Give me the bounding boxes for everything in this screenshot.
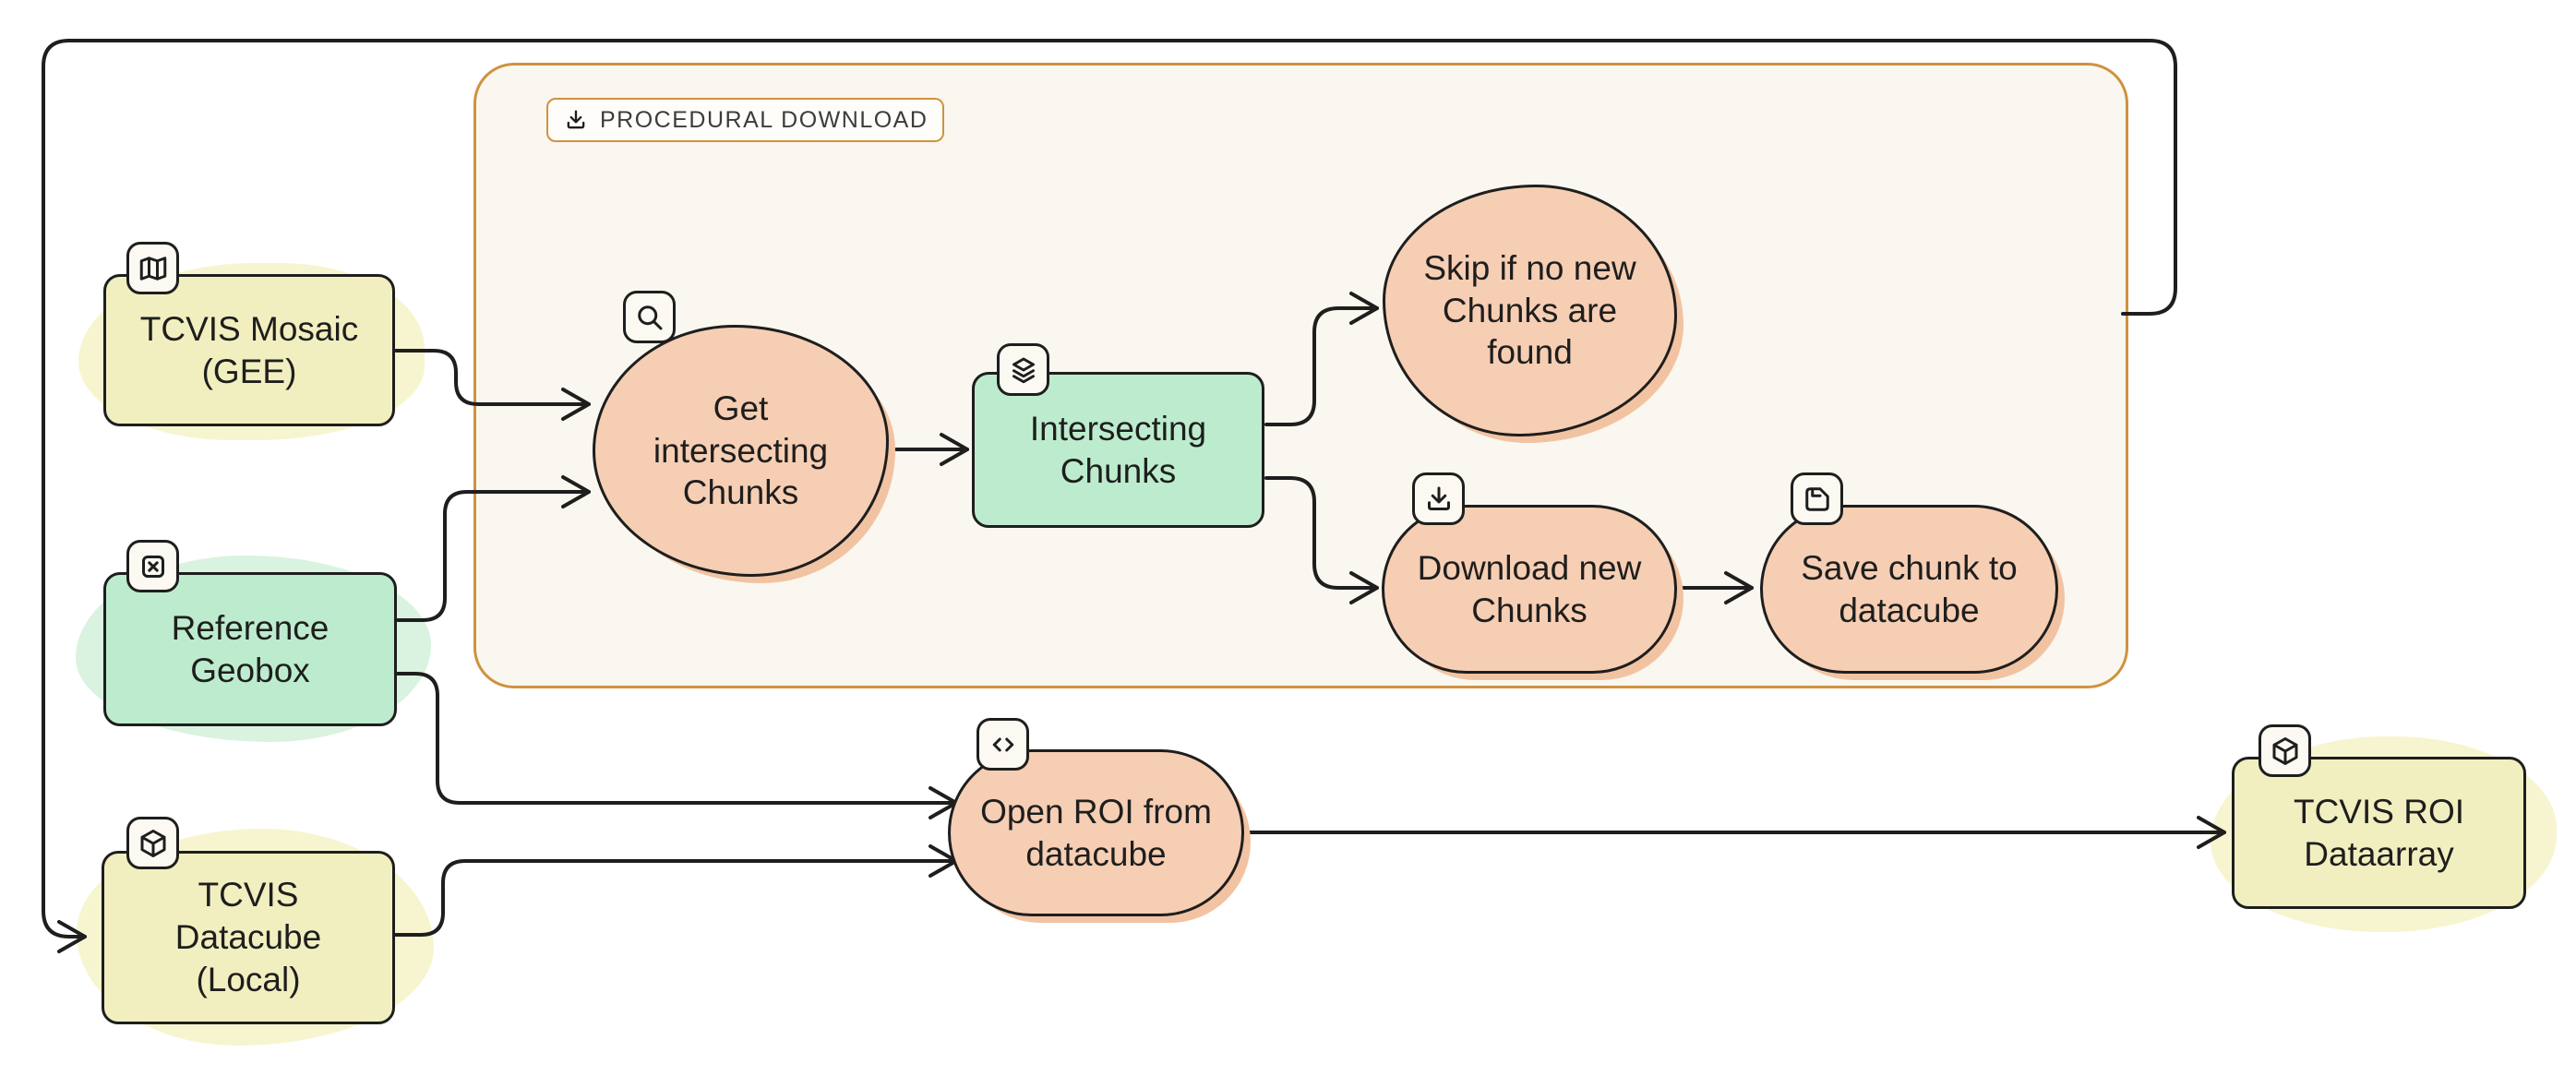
download-icon-badge [1412, 472, 1465, 525]
node-reference-geobox: Reference Geobox [103, 572, 397, 726]
save-icon-badge [1791, 472, 1843, 525]
cube-icon-badge [2258, 724, 2311, 777]
edge-datacube-to-openroi [394, 844, 958, 937]
layers-icon-badge [997, 343, 1049, 396]
code-icon [992, 737, 1013, 751]
download-icon [1427, 486, 1450, 510]
save-icon [1804, 486, 1829, 511]
box-x-icon-badge [126, 540, 179, 592]
node-label: Download new Chunks [1417, 548, 1642, 629]
code-icon-badge [976, 718, 1029, 771]
download-icon [567, 110, 585, 129]
node-skip-if-no-new-chunks: Skip if no new Chunks are found [1383, 185, 1677, 436]
map-icon-badge [126, 242, 179, 294]
layers-icon [1012, 357, 1035, 383]
map-icon [139, 256, 166, 281]
search-icon-badge [623, 291, 676, 343]
node-open-roi-from-datacube: Open ROI from datacube [948, 749, 1244, 916]
node-save-chunk-to-datacube: Save chunk to datacube [1760, 505, 2058, 674]
edge-geobox-to-get [396, 475, 591, 622]
node-tcvis-datacube: TCVIS Datacube (Local) [102, 851, 395, 1024]
cube-icon [140, 829, 165, 857]
node-intersecting-chunks: Intersecting Chunks [972, 372, 1264, 528]
node-label: Skip if no new Chunks are found [1423, 248, 1636, 372]
node-label: TCVIS ROI Dataarray [2293, 792, 2465, 873]
node-label: Open ROI from datacube [980, 792, 1212, 873]
node-get-intersecting-chunks: Get intersecting Chunks [593, 325, 889, 577]
edge-intersecting-to-download [1264, 476, 1379, 604]
node-label: Save chunk to datacube [1801, 548, 2018, 629]
search-icon [637, 305, 662, 329]
cube-icon [2272, 736, 2297, 765]
edge-geobox-to-openroi [396, 672, 958, 819]
node-download-new-chunks: Download new Chunks [1382, 505, 1677, 674]
edge-mosaic-to-get [394, 349, 591, 421]
node-label: TCVIS Mosaic (GEE) [139, 309, 359, 390]
node-label: Intersecting Chunks [1029, 409, 1207, 490]
edge-intersecting-to-skip [1264, 292, 1379, 426]
node-tcvis-roi-dataarray: TCVIS ROI Dataarray [2232, 757, 2526, 909]
node-label: Reference Geobox [171, 608, 329, 689]
box-x-icon [141, 555, 164, 578]
node-tcvis-mosaic: TCVIS Mosaic (GEE) [103, 274, 395, 426]
node-label: Get intersecting Chunks [653, 389, 829, 512]
cube-icon-badge [126, 817, 179, 869]
procedural-download-group-label: PROCEDURAL DOWNLOAD [546, 98, 945, 142]
group-label-text: PROCEDURAL DOWNLOAD [600, 106, 929, 133]
node-label: TCVIS Datacube (Local) [174, 876, 322, 998]
edge-group-to-datacube [42, 39, 2177, 953]
